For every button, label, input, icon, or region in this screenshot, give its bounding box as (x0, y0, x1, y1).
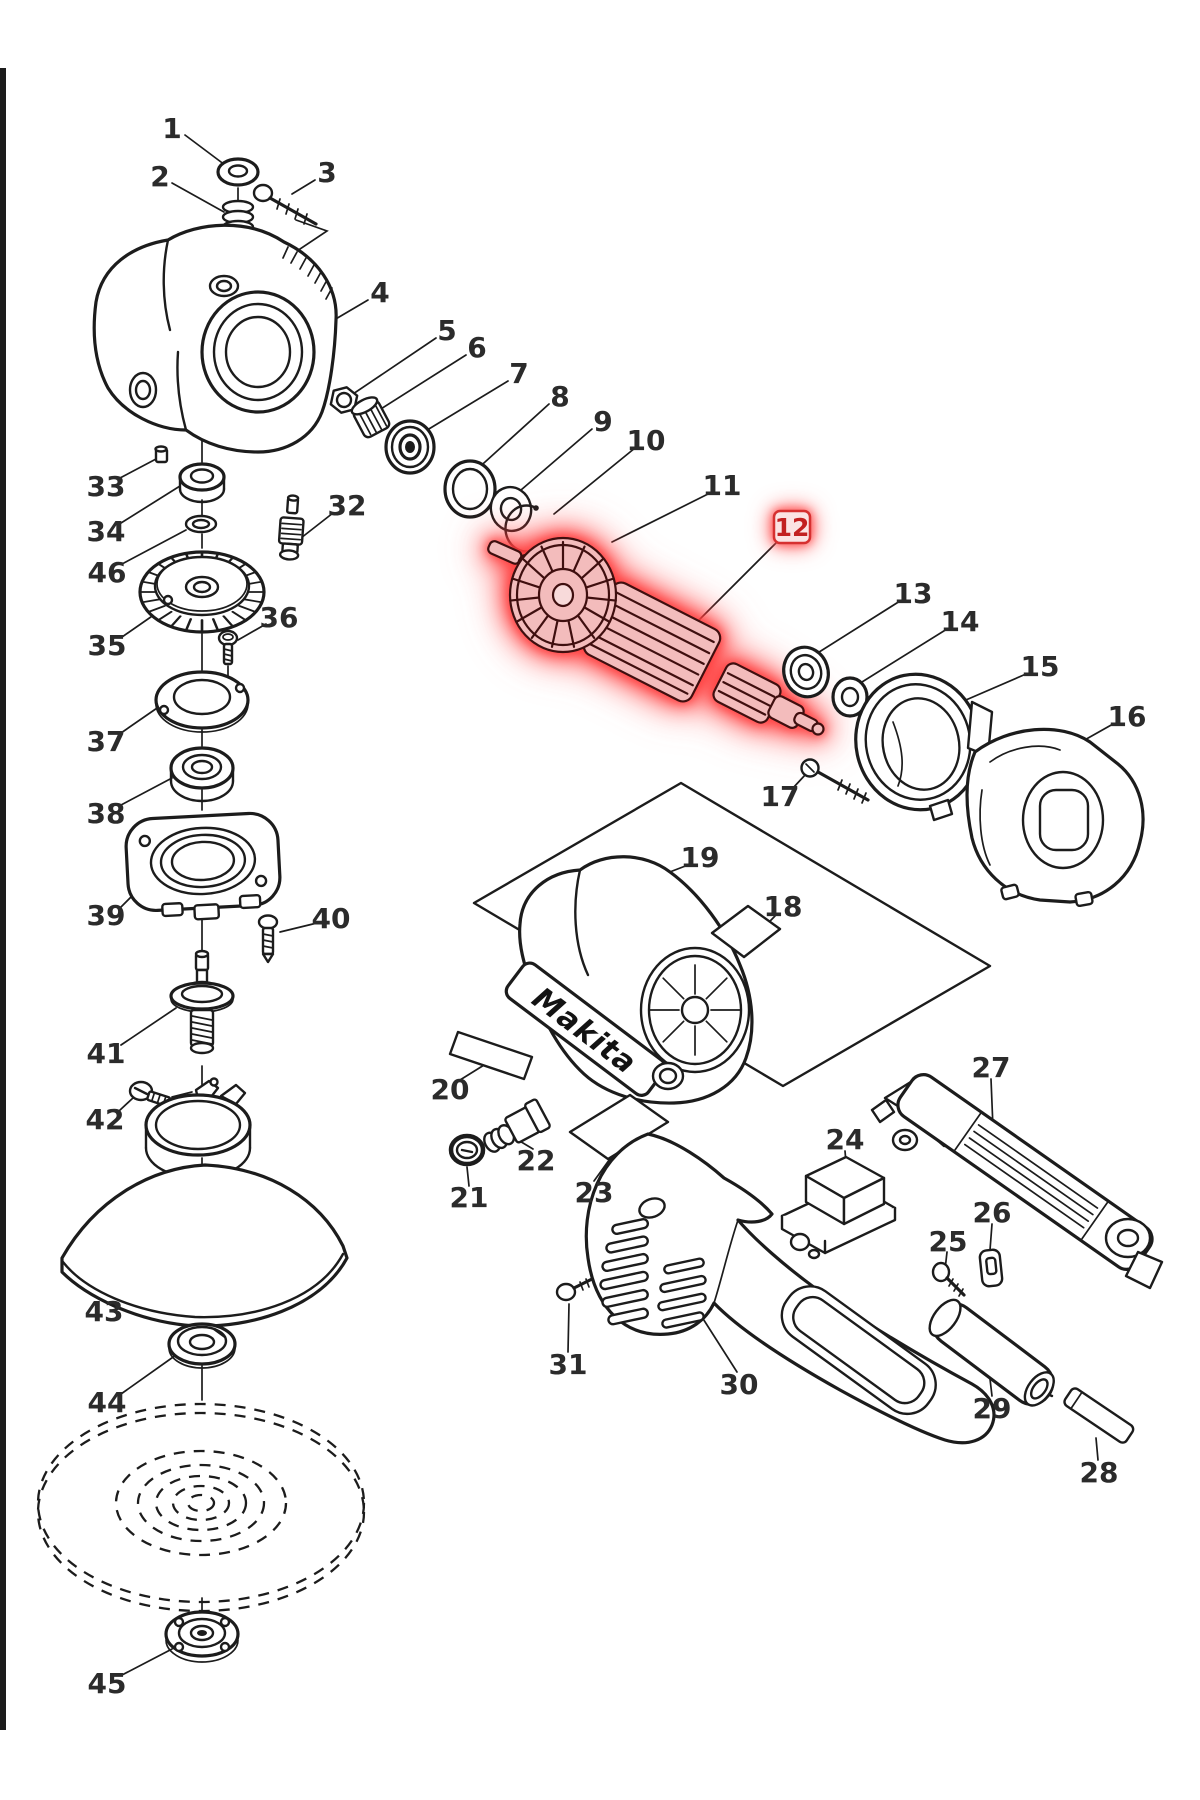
part-label-39[interactable]: 39 (87, 899, 126, 932)
part-label-12-highlight-box[interactable]: 12 (772, 509, 812, 545)
part-label-17[interactable]: 17 (761, 780, 800, 813)
part-label-11[interactable]: 11 (703, 469, 742, 502)
part-label-27[interactable]: 27 (972, 1051, 1011, 1084)
page-edge-bar (0, 68, 6, 1730)
part-label-18[interactable]: 18 (764, 890, 803, 923)
part-6-pinion-gear-drawing (350, 396, 391, 439)
part-label-16[interactable]: 16 (1108, 700, 1147, 733)
part-label-10[interactable]: 10 (627, 424, 666, 457)
part-20-label-plate-drawing (448, 1030, 534, 1081)
part-16-field-stator-drawing (965, 727, 1145, 908)
part-38-bearing-drawing (169, 746, 235, 803)
part-42-screw-drawing (128, 1077, 247, 1108)
part-label-32[interactable]: 32 (328, 489, 367, 522)
part-label-42[interactable]: 42 (86, 1103, 125, 1136)
part-label-44[interactable]: 44 (88, 1386, 127, 1419)
part-37-flange-plate-drawing (154, 670, 250, 733)
part-35-bevel-gear-drawing (138, 550, 266, 634)
part-label-6[interactable]: 6 (467, 331, 486, 364)
part-18-label-plate-drawing (710, 904, 782, 959)
part-44-inner-flange-drawing (167, 1322, 237, 1369)
part-12-armature-highlighted[interactable] (487, 536, 825, 736)
part-40-screw-drawing (257, 914, 279, 964)
part-label-20[interactable]: 20 (431, 1073, 470, 1106)
part-39-bearing-box-drawing (124, 811, 282, 921)
part-label-28[interactable]: 28 (1080, 1456, 1119, 1489)
part-label-25[interactable]: 25 (929, 1225, 968, 1258)
part-label-29[interactable]: 29 (973, 1392, 1012, 1425)
part-17-screw-drawing (800, 758, 870, 804)
part-label-40[interactable]: 40 (312, 902, 351, 935)
part-label-38[interactable]: 38 (87, 797, 126, 830)
part-46-washer-drawing (184, 514, 218, 534)
part-label-14[interactable]: 14 (941, 605, 980, 638)
part-21-brush-cap-drawing (448, 1133, 486, 1167)
part-label-2[interactable]: 2 (150, 160, 169, 193)
part-4-gear-housing-drawing (92, 223, 338, 454)
part-label-36[interactable]: 36 (260, 601, 299, 634)
part-27-handle-cover-drawing (870, 1073, 1164, 1290)
part-label-37[interactable]: 37 (87, 725, 126, 758)
grinding-wheel-dashed-drawing (36, 1402, 366, 1613)
part-label-7[interactable]: 7 (509, 357, 528, 390)
part-1-cap-drawing (216, 157, 260, 187)
part-9-washer-drawing (489, 485, 533, 533)
part-label-30[interactable]: 30 (720, 1368, 759, 1401)
part-30-handle-housing-drawing (584, 1132, 996, 1445)
part-label-34[interactable]: 34 (87, 515, 126, 548)
part-43-wheel-guard-drawing (60, 1093, 349, 1328)
part-23-label-plate-drawing (568, 1093, 670, 1161)
part-label-23[interactable]: 23 (575, 1176, 614, 1209)
part-label-33[interactable]: 33 (87, 470, 126, 503)
part-label-43[interactable]: 43 (85, 1295, 124, 1328)
part-label-41[interactable]: 41 (87, 1037, 126, 1070)
part-label-12[interactable]: 12 (775, 513, 810, 542)
part-22-carbon-brush-drawing (483, 1098, 551, 1153)
part-25-screw-drawing (931, 1261, 966, 1297)
part-label-31[interactable]: 31 (549, 1348, 588, 1381)
part-label-24[interactable]: 24 (826, 1123, 865, 1156)
part-label-21[interactable]: 21 (450, 1181, 489, 1214)
part-31-screw-drawing (555, 1277, 594, 1302)
part-label-4[interactable]: 4 (370, 276, 389, 309)
part-45-lock-nut-drawing (164, 1610, 240, 1663)
part-label-13[interactable]: 13 (894, 577, 933, 610)
part-32-spindle-drawing (277, 494, 305, 561)
part-34-bearing-drawing (178, 462, 226, 504)
part-3-bolt-drawing (252, 183, 318, 226)
part-label-8[interactable]: 8 (550, 380, 569, 413)
part-5-nut-drawing (329, 386, 359, 414)
part-label-3[interactable]: 3 (317, 156, 336, 189)
part-7-bearing-drawing (384, 419, 436, 475)
part-29-grip-drawing (928, 1298, 1055, 1407)
part-label-9[interactable]: 9 (593, 405, 612, 438)
part-label-5[interactable]: 5 (437, 314, 456, 347)
part-label-26[interactable]: 26 (973, 1196, 1012, 1229)
part-8-ring-drawing (443, 459, 497, 519)
part-15-bearing-retainer-drawing (854, 672, 994, 822)
part-14-bearing-drawing (831, 676, 869, 718)
part-26-cover-drawing (978, 1248, 1004, 1288)
part-label-45[interactable]: 45 (88, 1667, 127, 1700)
part-33-pin-drawing (154, 445, 169, 464)
part-label-15[interactable]: 15 (1021, 650, 1060, 683)
part-36-screw-drawing (217, 629, 239, 666)
part-label-19[interactable]: 19 (681, 841, 720, 874)
part-label-35[interactable]: 35 (88, 629, 127, 662)
part-19-motor-housing-drawing: Makita (504, 855, 754, 1105)
part-label-1[interactable]: 1 (162, 112, 181, 145)
part-13-ring-drawing (782, 645, 830, 699)
part-label-22[interactable]: 22 (517, 1144, 556, 1177)
part-label-46[interactable]: 46 (88, 556, 127, 589)
part-41-spindle-shaft-drawing (169, 949, 235, 1055)
part-24-switch-drawing (780, 1155, 897, 1260)
